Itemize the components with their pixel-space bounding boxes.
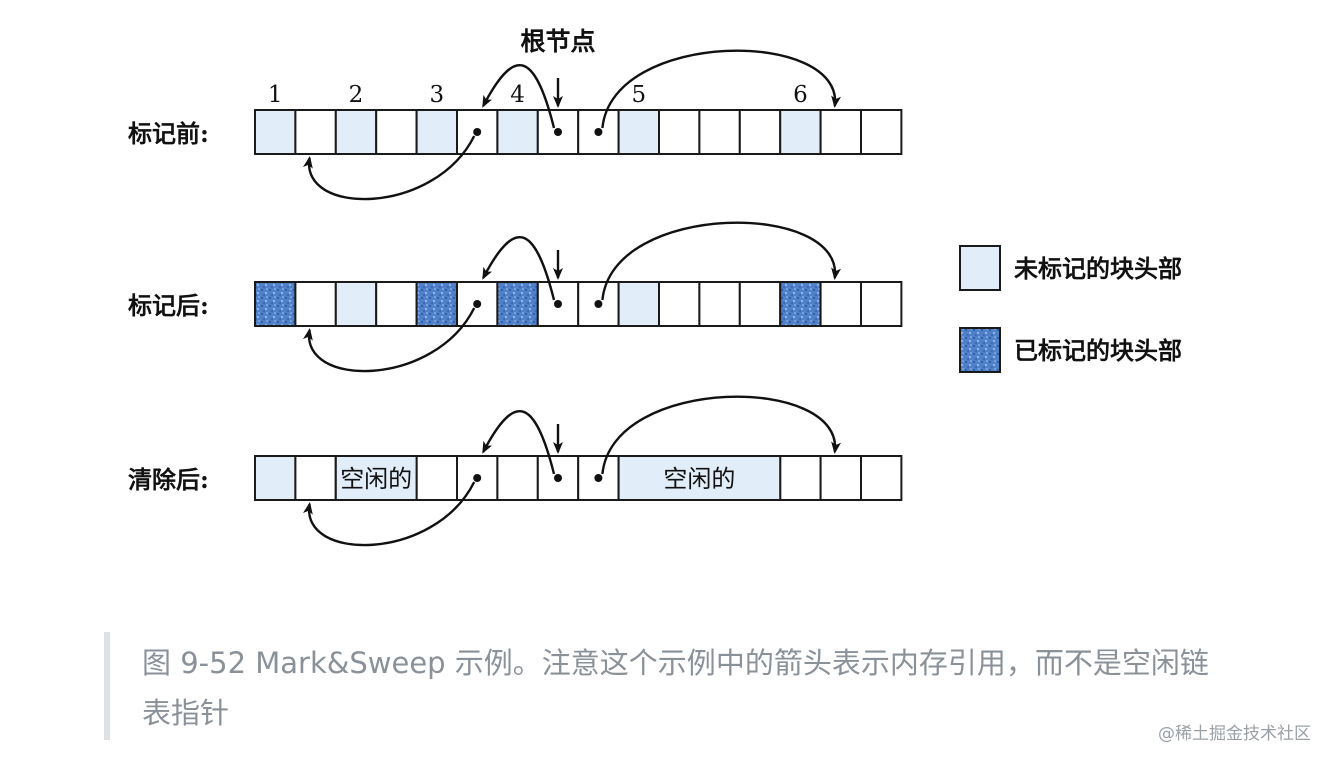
free-region-label: 空闲的	[663, 465, 735, 493]
block-number: 1	[268, 82, 283, 108]
legend-swatch-unmarked	[959, 245, 1001, 291]
row-label: 标记前:	[128, 119, 209, 148]
pointer-dot	[594, 128, 603, 136]
heap-cell	[779, 109, 822, 155]
heap-cell	[375, 109, 418, 155]
reference-arrow	[302, 481, 476, 547]
reference-arrow	[302, 307, 476, 373]
pointer-dot	[554, 474, 562, 482]
block-number: 3	[429, 82, 444, 108]
heap-cell	[617, 281, 661, 327]
reference-arrow	[302, 135, 476, 201]
heap-cell	[254, 455, 297, 501]
heap-cell	[658, 281, 701, 327]
heap-cell	[334, 109, 378, 155]
reference-arrow	[601, 221, 842, 301]
heap-cell	[415, 281, 459, 327]
pointer-dot	[594, 300, 603, 308]
heap-cell	[456, 455, 499, 501]
heap-cell	[819, 109, 862, 155]
heap-cell	[294, 109, 337, 155]
reference-arrow	[601, 49, 842, 129]
free-region	[334, 455, 418, 501]
free-region	[617, 455, 782, 501]
reference-arrow	[482, 409, 556, 475]
heap-cell	[456, 109, 499, 155]
heap-cell	[496, 109, 539, 155]
reference-arrow	[601, 395, 842, 475]
reference-arrow	[482, 235, 556, 301]
pointer-dot	[554, 128, 562, 136]
row-label: 标记后:	[128, 291, 209, 320]
heap-cell	[496, 281, 539, 327]
figure-caption: 图 9-52 Mark&Sweep 示例。注意这个示例中的箭头表示内存引用，而不…	[142, 646, 1209, 730]
heap-cell	[779, 281, 822, 327]
pointer-dot	[554, 300, 562, 308]
legend-label: 未标记的块头部	[1014, 254, 1182, 283]
heap-cell	[860, 455, 903, 501]
heap-cell	[819, 281, 862, 327]
legend-label: 已标记的块头部	[1014, 336, 1182, 365]
pointer-dot	[473, 128, 482, 136]
heap-cell	[738, 281, 782, 327]
heap-cell	[698, 109, 741, 155]
free-region-label: 空闲的	[340, 465, 412, 493]
heap-cell	[819, 455, 862, 501]
heap-cell	[860, 281, 903, 327]
block-number: 6	[793, 82, 808, 108]
heap-cell	[294, 281, 337, 327]
heap-cell	[496, 455, 539, 501]
mark-sweep-diagram: 标记前: 标记后: 清除后: 空闲的 空闲的 1 2 3 4 5 6 根节点未标记的块头部已标记的块头…	[108, 0, 1230, 610]
heap-cell	[738, 109, 782, 155]
reference-arrow	[482, 63, 556, 129]
caption-block: 图 9-52 Mark&Sweep 示例。注意这个示例中的箭头表示内存引用，而不…	[104, 632, 1230, 740]
pointer-dot	[594, 474, 603, 482]
diagram-canvas: 标记前: 标记后: 清除后: 空闲的 空闲的 1 2 3 4 5 6 根节点未标记的块头部已标记的块头…	[128, 27, 1182, 547]
heap-cell	[698, 281, 741, 327]
heap-cell	[779, 455, 822, 501]
heap-cell	[415, 455, 459, 501]
watermark: @稀土掘金技术社区	[1158, 724, 1311, 744]
heap-cell	[334, 281, 378, 327]
pointer-dot	[473, 300, 482, 308]
heap-cell	[860, 109, 903, 155]
heap-cell	[254, 109, 297, 155]
heap-cell	[658, 109, 701, 155]
block-number: 2	[349, 82, 364, 108]
legend-swatch-marked	[959, 327, 1001, 373]
heap-cell	[415, 109, 459, 155]
row-label: 清除后:	[128, 465, 209, 494]
heap-cell	[617, 109, 661, 155]
block-number: 4	[510, 82, 525, 108]
heap-cell	[294, 455, 337, 501]
heap-cell	[375, 281, 418, 327]
root-label: 根节点	[520, 27, 595, 56]
heap-cell	[254, 281, 297, 327]
heap-cell	[456, 281, 499, 327]
pointer-dot	[473, 474, 482, 482]
block-number: 5	[631, 82, 646, 108]
